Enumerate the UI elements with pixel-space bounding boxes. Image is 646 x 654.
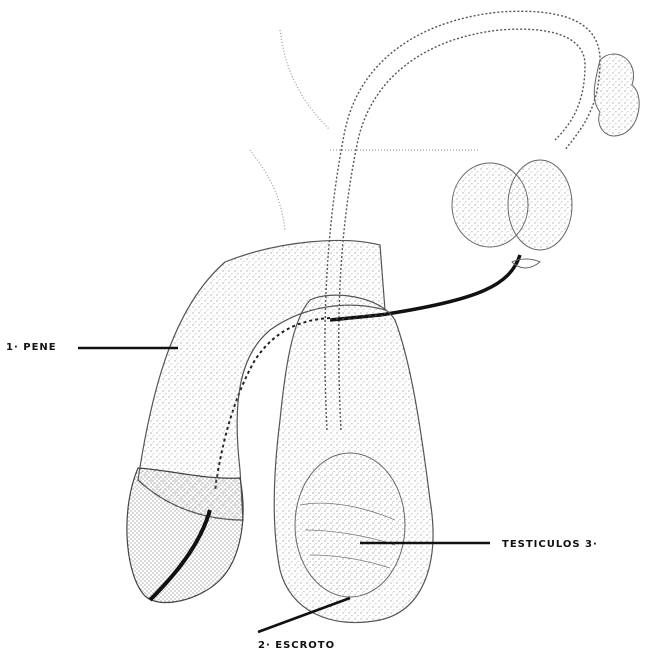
abdomen-outline [250,30,480,230]
penis-glans [127,468,243,603]
label-escroto: 2· ESCROTO [258,640,335,652]
prostate-gland [452,160,572,250]
label-testiculos: TESTICULOS 3· [502,539,598,551]
seminal-vesicle [594,54,639,136]
testicle [295,453,405,597]
label-pene: 1· PENE [6,342,57,354]
